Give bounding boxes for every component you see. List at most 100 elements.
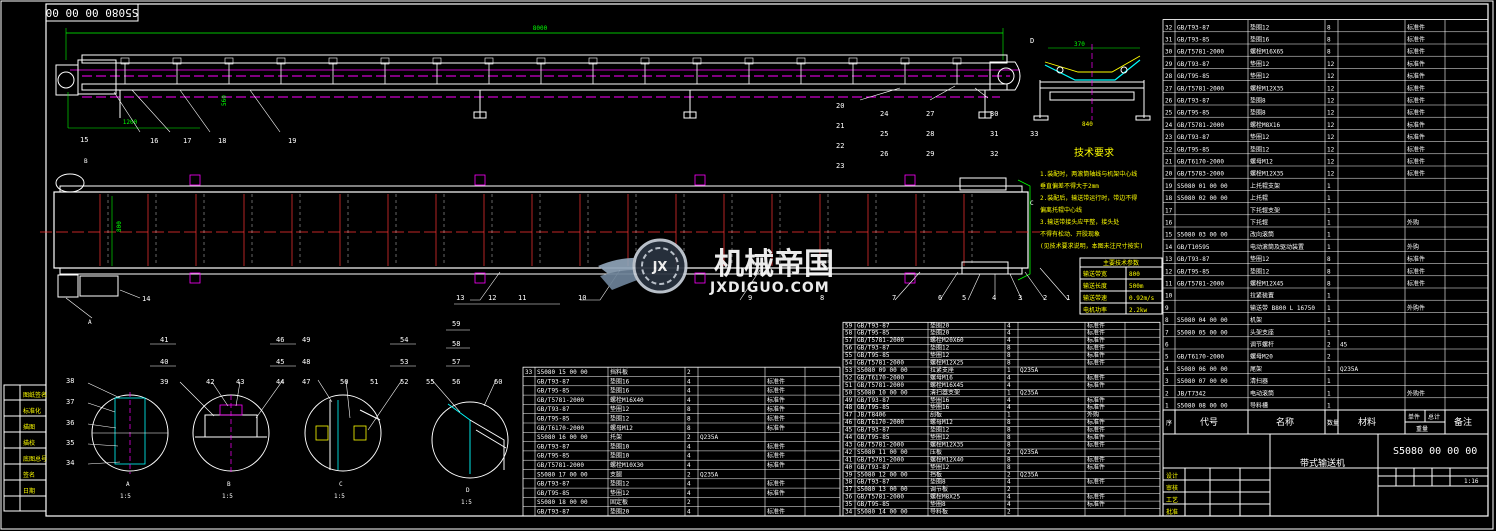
table-cell: 垫圈12 (1250, 255, 1270, 263)
table-cell: 垫圈12 (930, 344, 950, 352)
table-cell: GB/T95-85 (537, 388, 570, 395)
drawing-number-box (45, 3, 139, 22)
callout-53: 53 (400, 358, 408, 366)
table-cell: 52 (845, 374, 853, 381)
table-cell: 下托辊 (1250, 219, 1268, 227)
table-cell: 2 (1007, 509, 1011, 516)
table-cell: 外购 (1087, 411, 1099, 419)
table-cell: 1 (1007, 389, 1011, 396)
table-cell: 调节螺杆 (1250, 341, 1274, 349)
table-cell: GB/T93-87 (857, 479, 890, 486)
table-cell: 标准件 (767, 387, 785, 395)
table-cell: 外购 (1407, 219, 1419, 227)
plan-label-a: A (88, 319, 92, 326)
stamp-3: 描图 (23, 423, 35, 431)
table-cell: S5080 16 00 00 (537, 434, 588, 441)
callout-59: 59 (452, 320, 460, 328)
tech-line-3: 2.装配后，输送带运行时，带边不得 (1040, 194, 1137, 202)
signoff-4: 批准 (1166, 508, 1178, 516)
table-cell: 1 (1327, 403, 1331, 410)
table-cell: GB/T5781-2000 (857, 382, 904, 389)
table-cell: 1 (1327, 305, 1331, 312)
table-cell: 垫圈12 (930, 433, 950, 441)
table-cell: 清扫器 (1250, 377, 1268, 385)
table-cell: 12 (1327, 159, 1335, 166)
plan-label-c: C (1030, 200, 1034, 207)
tech-line-2: 垂直偏差不得大于2mm (1040, 182, 1099, 190)
table-cell: GB/T93-87 (537, 378, 570, 385)
callout-38: 38 (66, 377, 74, 385)
table-cell: 电动滚筒 (1250, 389, 1274, 397)
table-cell: 2 (687, 369, 691, 376)
table-cell: 螺母M12 (1250, 158, 1273, 166)
callout-57: 57 (452, 358, 460, 366)
hdr-no: 序 (1166, 419, 1172, 427)
callout-49: 49 (302, 336, 310, 344)
callout-29: 29 (926, 150, 934, 158)
table-cell: 标准件 (1087, 455, 1105, 463)
callout-37: 37 (66, 398, 74, 406)
table-cell: 托架 (610, 433, 622, 441)
side-callouts: 16 17 18 19 15 20 21 22 23 24 25 26 27 2… (80, 102, 1038, 170)
table-cell: GB/T6170-2000 (857, 419, 904, 426)
table-cell: 29 (1165, 61, 1173, 68)
table-cell: 4 (687, 443, 691, 450)
plan-callout-7: 7 (892, 294, 896, 302)
callout-25: 25 (880, 130, 888, 138)
main-params-table: 主要技术参数 输送带宽 800 输送长度 500m 输送带速 0.92m/s 电… (1079, 257, 1163, 315)
table-cell: 垫圈8 (930, 500, 946, 508)
table-cell: GB/T5781-2000 (537, 462, 584, 469)
table-cell: 1 (1327, 293, 1331, 300)
table-cell: 标准件 (1087, 381, 1105, 389)
table-cell: 22 (1165, 146, 1173, 153)
plan-callout-1: 1 (1066, 294, 1070, 302)
plan-mount-top (904, 174, 916, 186)
param-val-3: 0.92m/s (1129, 295, 1155, 302)
table-cell: 50 (845, 389, 853, 396)
table-cell: 2 (1007, 471, 1011, 478)
signoff-3: 工艺 (1166, 496, 1178, 504)
table-cell: Q235A (1020, 389, 1038, 396)
table-cell: S5080 05 00 00 (1177, 329, 1228, 336)
callout-41: 41 (160, 336, 168, 344)
table-cell: 螺栓M20X60 (930, 336, 964, 344)
plan-label-b: B (84, 158, 88, 165)
table-cell: 螺栓M12X45 (1250, 280, 1284, 288)
hdr-qty: 数量 (1327, 419, 1339, 427)
table-cell: 垫圈8 (1250, 97, 1266, 105)
table-cell: S5080 15 00 00 (537, 369, 588, 376)
table-cell: 8 (1007, 419, 1011, 426)
table-cell: 螺母M12 (930, 418, 953, 426)
callout-24: 24 (880, 110, 888, 118)
param-name-3: 输送带速 (1083, 294, 1107, 302)
table-cell: GB/T10595 (1177, 244, 1210, 251)
hdr-remark: 备注 (1454, 416, 1472, 428)
table-cell: 螺栓M16X40 (610, 396, 644, 404)
table-cell: 8 (1327, 268, 1331, 275)
table-cell: Q235A (1340, 366, 1358, 373)
idler-cap (172, 57, 182, 65)
table-cell: 垫圈8 (930, 478, 946, 486)
table-cell: GB/T93-87 (537, 443, 570, 450)
table-cell: 螺栓M16X45 (930, 381, 964, 389)
table-cell: 4 (687, 453, 691, 460)
tech-title: 技术要求 (1074, 146, 1114, 159)
detail-a-label: A (126, 481, 130, 488)
plan-callout-4: 4 (992, 294, 996, 302)
table-cell: 42 (845, 449, 853, 456)
table-cell: 6 (1165, 342, 1169, 349)
table-cell: GB/T5781-2000 (857, 494, 904, 501)
callout-31: 31 (990, 130, 998, 138)
table-cell: 螺栓M12X35 (930, 440, 964, 448)
table-cell: 4 (1007, 337, 1011, 344)
table-cell: 标准件 (767, 508, 785, 516)
table-cell: 4 (1007, 501, 1011, 508)
table-cell: 8 (1327, 256, 1331, 263)
detail-c-scale: 1:5 (334, 493, 345, 500)
table-cell: 标准件 (1087, 329, 1105, 337)
table-cell: 8 (1327, 24, 1331, 31)
table-cell: 标准件 (1087, 403, 1105, 411)
callout-32: 32 (990, 150, 998, 158)
idler-cap (120, 57, 130, 65)
